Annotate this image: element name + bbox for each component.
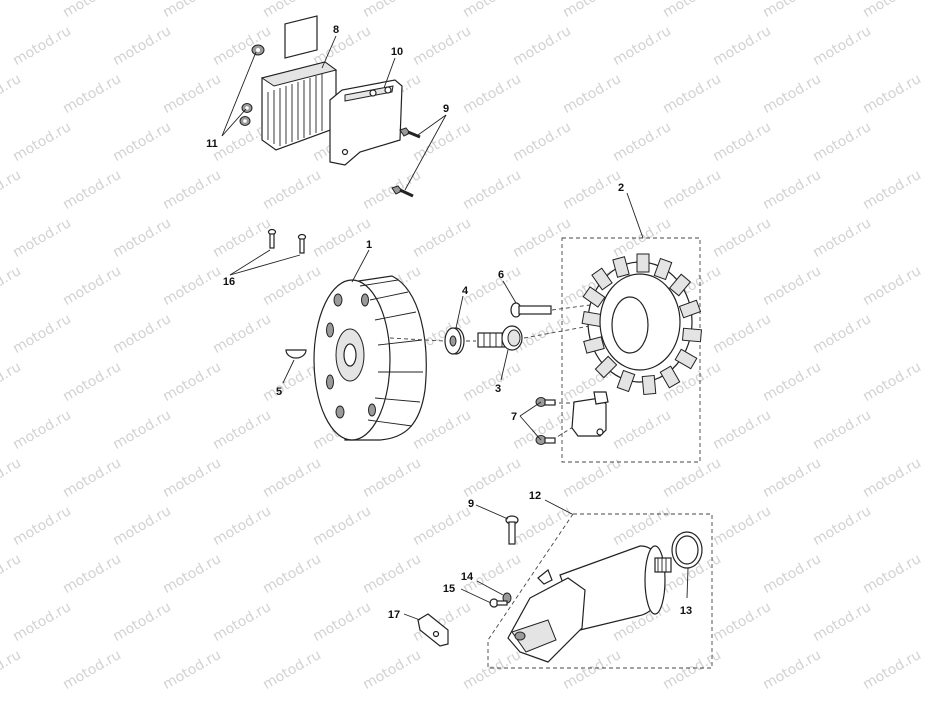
rotor-flywheel bbox=[313, 275, 427, 441]
starter-bolt-9 bbox=[505, 515, 519, 545]
bolt-9-a bbox=[399, 127, 421, 139]
callout-6: 6 bbox=[498, 269, 504, 281]
rotor-bolt bbox=[477, 325, 523, 351]
stator bbox=[581, 253, 703, 396]
washer bbox=[444, 327, 465, 355]
sensor-bolt-7-a bbox=[535, 397, 556, 407]
mounting-bracket bbox=[329, 79, 403, 166]
pickup-sensor bbox=[571, 391, 609, 437]
nut-11-upper bbox=[251, 44, 265, 56]
sensor-bolt-7-b bbox=[535, 435, 556, 445]
screw-16-b bbox=[297, 233, 307, 254]
callout-16: 16 bbox=[223, 276, 235, 288]
o-ring bbox=[671, 531, 703, 569]
callout-4: 4 bbox=[462, 285, 469, 297]
woodruff-key bbox=[285, 349, 307, 359]
callout-12: 12 bbox=[529, 490, 541, 502]
callout-10: 10 bbox=[391, 46, 403, 58]
regulator-rectifier bbox=[260, 15, 338, 151]
callout-13: 13 bbox=[680, 605, 692, 617]
callout-11: 11 bbox=[206, 138, 218, 150]
stator-group-box bbox=[561, 237, 701, 463]
callout-5: 5 bbox=[276, 386, 282, 398]
bolt-9-b bbox=[391, 185, 414, 198]
callout-9-lower: 9 bbox=[468, 498, 474, 510]
starter-motor bbox=[507, 545, 672, 663]
callout-14: 14 bbox=[461, 571, 474, 583]
callout-3: 3 bbox=[495, 383, 501, 395]
callout-9-upper: 9 bbox=[443, 103, 449, 115]
callout-7: 7 bbox=[511, 411, 517, 423]
callout-2: 2 bbox=[618, 182, 624, 194]
callout-15: 15 bbox=[443, 583, 455, 595]
callout-labels: 1 2 3 4 5 6 7 8 9 10 11 12 13 14 15 16 1… bbox=[206, 24, 692, 621]
callout-17: 17 bbox=[388, 609, 400, 621]
stator-bolt bbox=[510, 302, 552, 318]
starter-group-box bbox=[487, 513, 713, 669]
callout-1: 1 bbox=[366, 239, 372, 251]
terminal-bracket bbox=[417, 613, 449, 647]
leader-lines bbox=[221, 35, 689, 621]
nut-11-lower-b bbox=[239, 116, 251, 126]
callout-8: 8 bbox=[333, 24, 339, 36]
screw-16-a bbox=[267, 228, 277, 249]
